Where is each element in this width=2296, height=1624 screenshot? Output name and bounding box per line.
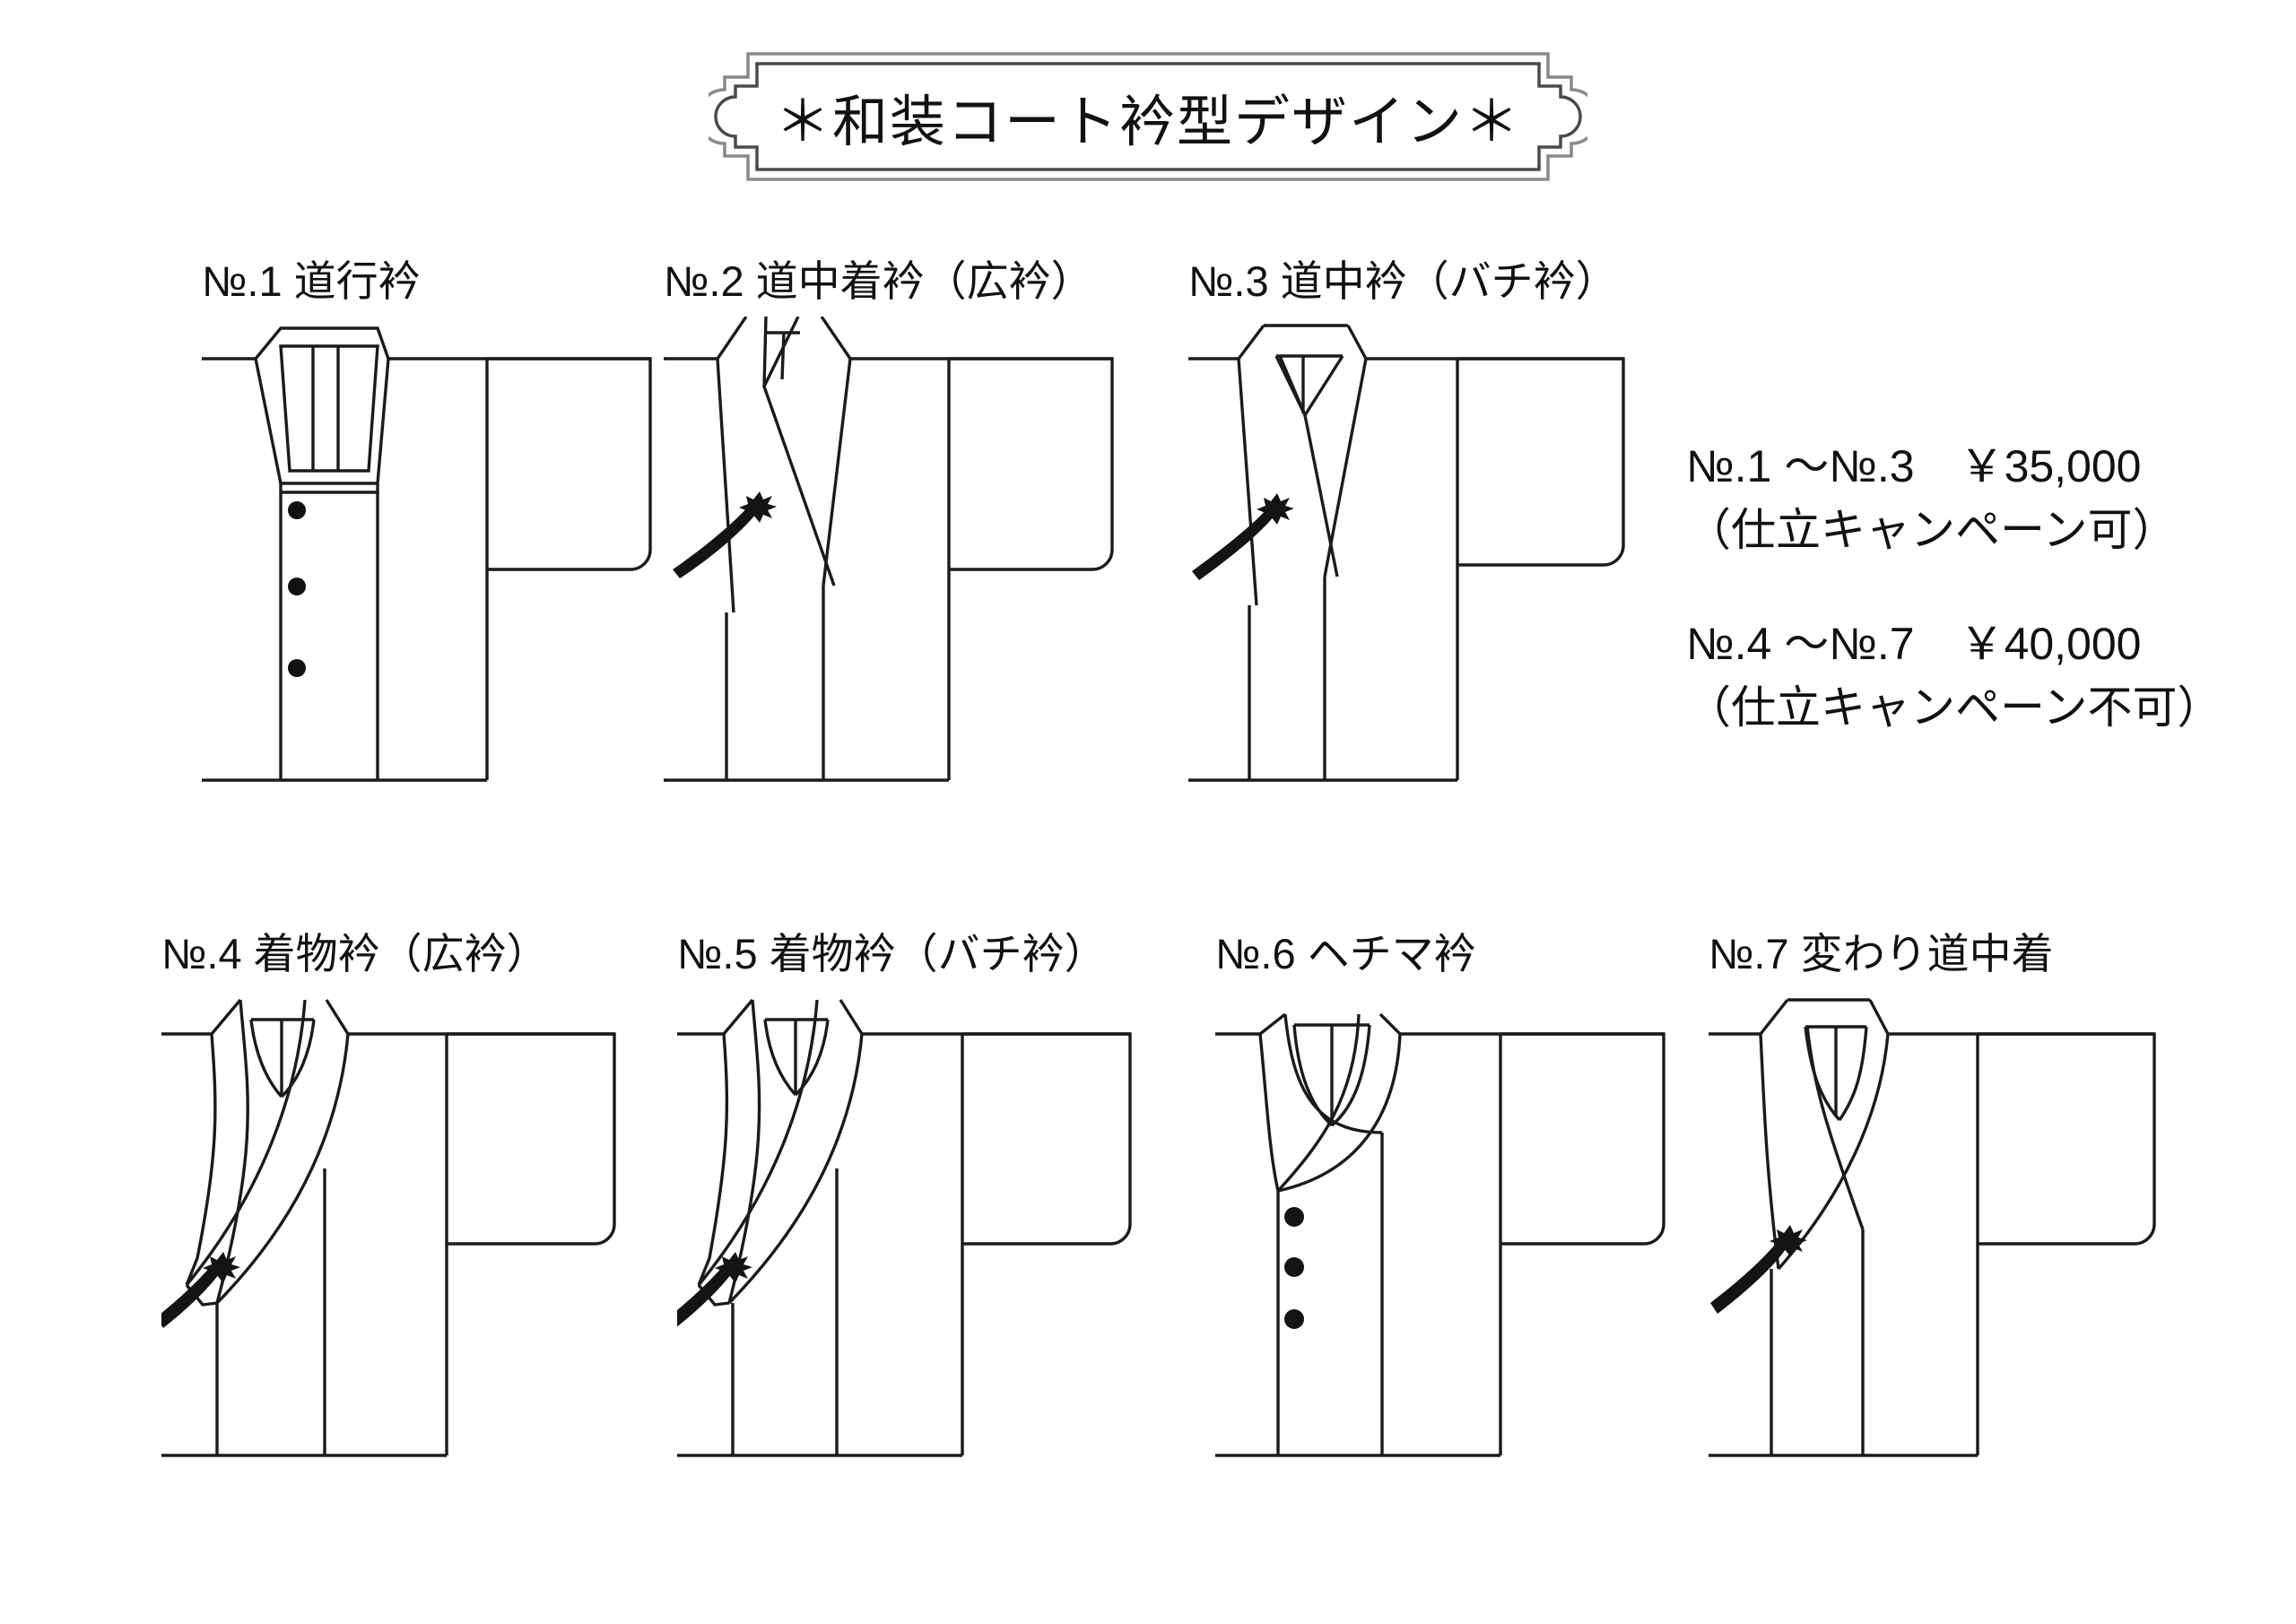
design-row-top: №.1 道行衿 [0, 260, 2296, 843]
design-card-5[interactable]: №.5 着物衿（バチ衿） [677, 933, 1179, 1491]
pricing-range-price-1: №.1 ～№.3 ￥35,000 [1686, 441, 2142, 491]
garment-figure-hechima [1215, 1012, 1665, 1457]
button-dot[interactable] [288, 501, 306, 519]
design-card-7[interactable]: №.7 変わり道中着 [1709, 933, 2265, 1491]
design-row-bottom: №.4 着物衿（広衿） [0, 933, 2296, 1560]
pricing-note-2: （仕立キャンペーン不可） [1686, 682, 2222, 733]
garment-figure-kawari-dochugi [1709, 998, 2156, 1457]
design-label-6: №.6 ヘチマ衿 [1215, 930, 1476, 977]
design-label-7: №.7 変わり道中着 [1709, 930, 2054, 977]
button-dot[interactable] [1284, 1257, 1304, 1277]
collar-tie-icon [161, 1252, 240, 1328]
title-frame-icon [709, 52, 1587, 181]
collar-tie-icon [673, 491, 777, 578]
design-card-1[interactable]: №.1 道行衿 [202, 260, 677, 792]
button-dot[interactable] [1284, 1207, 1304, 1227]
design-card-2[interactable]: №.2 道中着衿（広衿） [664, 260, 1139, 792]
design-card-4[interactable]: №.4 着物衿（広衿） [161, 933, 664, 1491]
page-title: ＊和装コート衿型デザイン＊ [774, 91, 1521, 153]
pricing-block-1: №.1 ～№.3 ￥35,000 （仕立キャンペーン可） [1686, 435, 2278, 562]
pricing-note: №.1 ～№.3 ￥35,000 （仕立キャンペーン可） №.4 ～№.7 ￥4… [1686, 435, 2278, 740]
pricing-note-1: （仕立キャンペーン可） [1686, 505, 2178, 555]
garment-figure-kimono-bachi [677, 998, 1132, 1457]
design-label-1: №.1 道行衿 [202, 257, 421, 305]
design-label-5: №.5 着物衿（バチ衿） [677, 930, 1107, 977]
garment-figure-michiyuki [202, 326, 652, 782]
design-card-6[interactable]: №.6 ヘチマ衿 [1215, 933, 1718, 1491]
garment-figure-dochugi-hiro [664, 317, 1114, 782]
pricing-block-2: №.4 ～№.7 ￥40,000 （仕立キャンペーン不可） [1686, 612, 2278, 740]
title-banner: ＊和装コート衿型デザイン＊ [0, 50, 2296, 183]
design-card-3[interactable]: №.3 道中衿（バチ衿） [1188, 260, 1664, 792]
garment-figure-dochu-bachi [1188, 324, 1625, 782]
button-dot[interactable] [288, 578, 306, 595]
button-dot[interactable] [288, 659, 306, 677]
button-dot[interactable] [1284, 1309, 1304, 1329]
design-label-4: №.4 着物衿（広衿） [161, 930, 549, 977]
collar-tie-icon [1192, 493, 1294, 580]
design-label-2: №.2 道中着衿（広衿） [664, 257, 1093, 305]
design-label-3: №.3 道中衿（バチ衿） [1188, 257, 1618, 305]
collar-tie-icon [1710, 1225, 1807, 1314]
title-plaque: ＊和装コート衿型デザイン＊ [709, 50, 1587, 183]
collar-tie-icon [677, 1252, 752, 1327]
pricing-range-price-2: №.4 ～№.7 ￥40,000 [1686, 619, 2142, 669]
garment-figure-kimono-hiro [161, 998, 616, 1457]
